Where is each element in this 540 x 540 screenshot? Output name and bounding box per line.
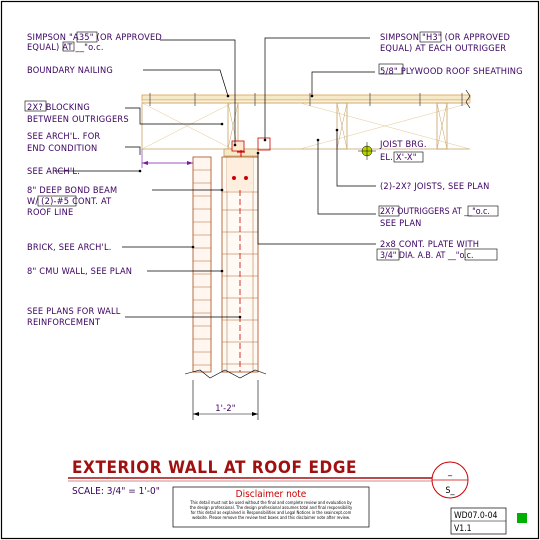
sheet-number: S_: [445, 486, 455, 496]
label-blocking-2: BETWEEN OUTRIGGERS: [27, 114, 129, 125]
label-blocking-1: 2X? BLOCKING: [27, 102, 90, 113]
label-see-arch-end-1: SEE ARCH'L. FOR: [27, 131, 100, 142]
bond-beam: [227, 158, 253, 191]
blocking-2: [336, 102, 348, 150]
drawing-version: V1.1: [454, 524, 472, 534]
label-cmu-wall: 8" CMU WALL, SEE PLAN: [27, 266, 132, 277]
disclaimer-line-3: for this detail as explained in Responsi…: [191, 510, 352, 515]
review-boxes: [24, 31, 499, 261]
label-wall-reinf-1: SEE PLANS FOR WALL: [27, 306, 121, 317]
label-see-arch-end-2: END CONDITION: [27, 143, 97, 154]
label-plate-2: 3/4" DIA. A.B. AT __"o.c.: [380, 251, 474, 261]
dimension-label: 1'-2": [215, 403, 236, 414]
simpson-a35-clip: [231, 140, 245, 152]
label-boundary-nailing: BOUNDARY NAILING: [27, 65, 113, 76]
status-square: [517, 513, 527, 523]
disclaimer-line-4: website. Please remove the review text b…: [192, 515, 350, 520]
masonry-wall: [184, 156, 267, 379]
label-simpson-a35-1: SIMPSON "A35" (OR APPROVED: [27, 32, 162, 43]
joist-bearing-symbol: [358, 142, 376, 160]
label-simpson-h3-1: SIMPSON "H3" (OR APPROVED: [380, 32, 510, 43]
drawing-scale: SCALE: 3/4" = 1'-0": [72, 486, 160, 497]
label-joist-brg: JOIST BRG.: [379, 139, 427, 150]
label-joists: (2)-2X? JOISTS, SEE PLAN: [380, 181, 490, 192]
brick-veneer: [192, 156, 212, 373]
sheathing-edge: [141, 99, 471, 104]
drawing-title: EXTERIOR WALL AT ROOF EDGE: [72, 458, 357, 478]
label-joist-el: EL. X'-X": [380, 152, 417, 163]
disclaimer-title: Disclaimer note: [236, 489, 307, 500]
left-labels: SIMPSON "A35" (OR APPROVED EQUAL) AT __"…: [27, 32, 162, 328]
label-bond-beam-1: 8" DEEP BOND BEAM: [27, 185, 117, 196]
label-outriggers-1: 2X? OUTRIGGERS AT __"o.c.: [380, 207, 490, 217]
rebar-1: [232, 176, 236, 180]
disclaimer-line-1: This detail must not be used without the…: [189, 500, 352, 505]
blocking-3: [436, 102, 448, 150]
label-simpson-a35-2: EQUAL) AT __"o.c.: [27, 42, 104, 53]
wall-dimension: 1'-2": [192, 380, 259, 420]
label-outriggers-2: SEE PLAN: [380, 218, 422, 229]
label-plywood: 5/8" PLYWOOD ROOF SHEATHING: [380, 66, 523, 77]
label-brick: BRICK, SEE ARCH'L.: [27, 242, 112, 253]
label-bond-beam-3: ROOF LINE: [27, 207, 73, 218]
label-plate-1: 2x8 CONT. PLATE WITH: [380, 239, 479, 250]
right-labels: SIMPSON "H3" (OR APPROVED EQUAL) AT EACH…: [379, 32, 523, 261]
leader-lines: [55, 37, 376, 318]
plywood-sheathing: [141, 94, 471, 101]
label-bond-beam-2: W/ (2)-#5 CONT. AT: [27, 196, 112, 207]
title-block: EXTERIOR WALL AT ROOF EDGE SCALE: 3/4" =…: [68, 458, 527, 535]
label-see-arch: SEE ARCH'L.: [27, 166, 80, 177]
detail-number: _: [447, 467, 453, 477]
roof-assembly: [141, 89, 471, 180]
label-simpson-h3-2: EQUAL) AT EACH OUTRIGGER: [380, 43, 506, 54]
drawing-code: WD07.0-04: [454, 511, 498, 521]
disclaimer-line-2: the design professional. The design prof…: [190, 505, 353, 510]
rebar-2: [244, 176, 248, 180]
simpson-h3-clip: [257, 137, 271, 151]
disclaimer-box: [172, 486, 370, 528]
label-wall-reinf-2: REINFORCEMENT: [27, 317, 101, 328]
overhang-marks: [141, 149, 193, 168]
